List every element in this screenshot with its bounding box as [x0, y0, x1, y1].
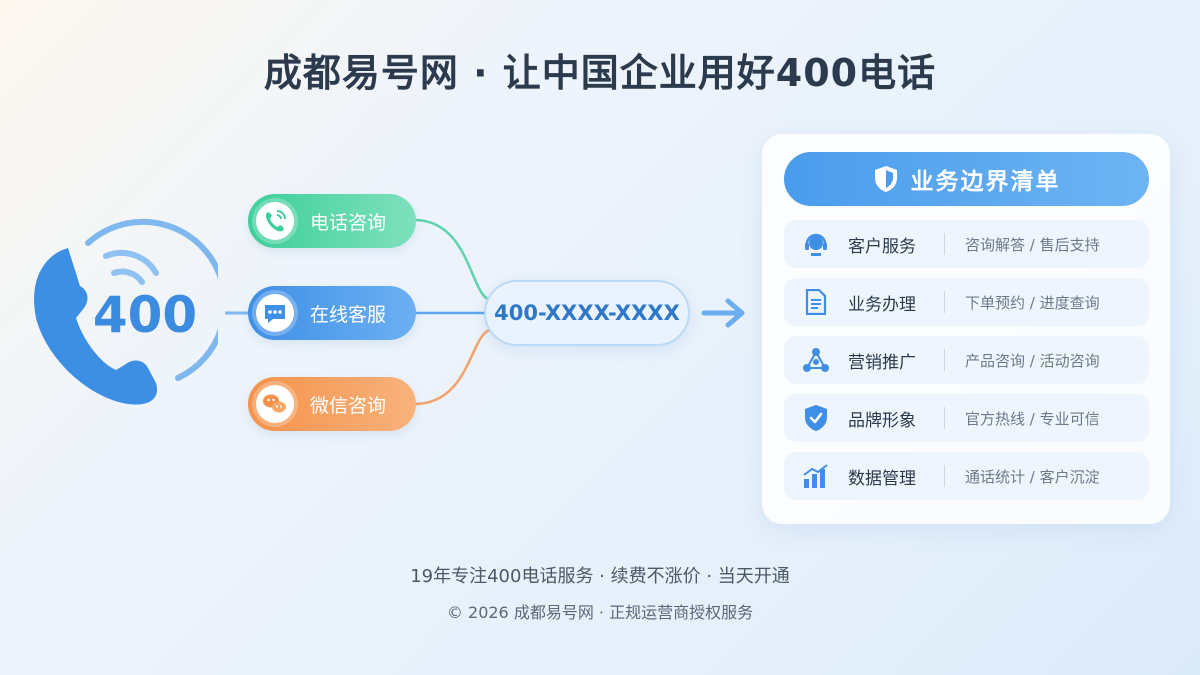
channel-label: 在线客服: [310, 303, 387, 326]
service-row: 品牌形象 官方热线 / 专业可信: [784, 394, 1149, 442]
service-desc: 通话统计 / 客户沉淀: [965, 467, 1100, 486]
service-row: 客户服务 咨询解答 / 售后支持: [784, 220, 1149, 268]
divider: [944, 465, 945, 487]
channel-label: 微信咨询: [310, 394, 387, 417]
shield-check-icon: [802, 404, 830, 432]
wechat-icon: [252, 381, 298, 427]
arrow-right-icon: [701, 298, 745, 328]
service-name: 品牌形象: [848, 410, 916, 431]
service-name: 数据管理: [848, 468, 916, 489]
channel-phone-consult[interactable]: 电话咨询: [248, 194, 416, 248]
service-name: 业务办理: [848, 294, 916, 315]
document-icon: [802, 288, 830, 316]
page-title: 成都易号网 · 让中国企业用好400电话: [263, 51, 937, 95]
hotline-number: 400-XXXX-XXXX: [484, 280, 690, 346]
service-desc: 产品咨询 / 活动咨询: [965, 351, 1100, 370]
service-name: 客户服务: [848, 236, 916, 257]
channel-wechat-consult[interactable]: 微信咨询: [248, 377, 416, 431]
divider: [944, 233, 945, 255]
service-name: 营销推广: [848, 352, 916, 373]
service-scope-card: 业务边界清单 客户服务 咨询解答 / 售后支持 业务办理 下单: [762, 134, 1170, 524]
card-title: 业务边界清单: [910, 169, 1061, 195]
divider: [944, 407, 945, 429]
service-desc: 下单预约 / 进度查询: [965, 293, 1100, 312]
phone-handset-icon: [34, 218, 218, 405]
service-row: 营销推广 产品咨询 / 活动咨询: [784, 336, 1149, 384]
service-row: 数据管理 通话统计 / 客户沉淀: [784, 452, 1149, 500]
footer-tagline: 19年专注400电话服务 · 续费不涨价 · 当天开通: [410, 566, 790, 587]
shield-icon: [874, 166, 897, 192]
footer-copyright: © 2026 成都易号网 · 正规运营商授权服务: [446, 603, 754, 622]
headset-icon: [802, 230, 830, 258]
network-icon: [802, 346, 830, 374]
phone-icon: [252, 198, 298, 244]
divider: [944, 349, 945, 371]
phone-badge-number: 400: [92, 286, 198, 344]
divider: [944, 291, 945, 313]
service-desc: 官方热线 / 专业可信: [965, 409, 1100, 428]
phone-badge: 400: [28, 218, 218, 408]
chat-bubble-icon: [252, 290, 298, 336]
card-header: 业务边界清单: [784, 152, 1149, 206]
bar-chart-icon: [802, 462, 830, 490]
service-row: 业务办理 下单预约 / 进度查询: [784, 278, 1149, 326]
channel-label: 电话咨询: [310, 211, 387, 234]
channel-online-service[interactable]: 在线客服: [248, 286, 416, 340]
service-desc: 咨询解答 / 售后支持: [965, 235, 1100, 254]
